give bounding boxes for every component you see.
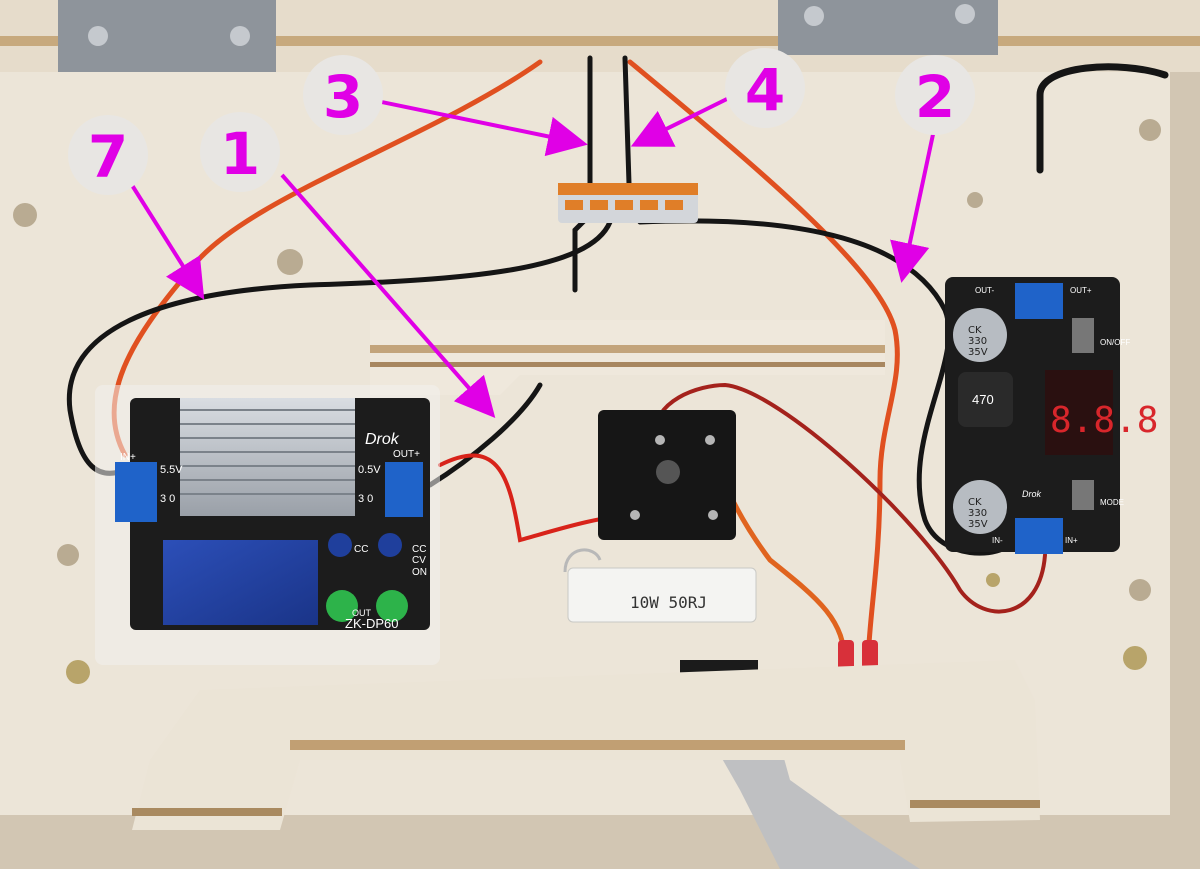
vin-label: 5.5V <box>160 464 183 476</box>
output-terminal <box>385 462 423 517</box>
wire-black-top-right <box>1036 63 1169 174</box>
in-plus-label: IN+ <box>1065 536 1078 545</box>
cap-top-line-3: 35V <box>968 347 988 358</box>
range-label-left: 3 0 <box>160 493 175 505</box>
marker-4: 4 <box>725 48 805 128</box>
wago-connector <box>558 183 698 223</box>
annotation-arrows <box>128 93 937 419</box>
left-converter-module: Drok ZK-DP60 IN+ OUT+ 5.5V 0.5V 3 0 3 0 … <box>95 385 440 665</box>
out-terminal <box>1015 283 1063 319</box>
heatsink <box>180 398 355 516</box>
inductor-label: 470 <box>972 392 994 407</box>
out-button-label: OUT <box>352 608 372 618</box>
arrow-3 <box>371 98 588 157</box>
arrow-7 <box>128 180 205 300</box>
vout-label: 0.5V <box>358 464 381 476</box>
on-label: ON <box>412 567 427 578</box>
cap-bottom-line-2: 330 <box>968 508 987 519</box>
screws <box>66 573 1147 684</box>
out-label: OUT+ <box>393 449 420 460</box>
capacitor-top <box>953 308 1007 362</box>
plywood-top-beam-edge <box>0 36 1200 46</box>
inductor <box>958 372 1013 427</box>
wire-black-1 <box>427 382 543 488</box>
cap-bottom-line-1: CK <box>968 497 982 508</box>
brand-label: Drok <box>365 431 400 448</box>
marker-7-label: 7 <box>88 123 128 191</box>
resistor-marking: 10W 50RJ <box>630 593 707 612</box>
mode-button <box>1072 480 1094 510</box>
onoff-label: ON/OFF <box>1100 338 1130 347</box>
in-minus-label: IN- <box>992 536 1003 545</box>
cv-label: CV <box>412 555 426 566</box>
range-label-right: 3 0 <box>358 493 373 505</box>
capacitor-bottom <box>953 480 1007 534</box>
marker-1: 1 <box>200 112 280 192</box>
cc-label-2: CC <box>412 544 426 555</box>
marker-3: 3 <box>303 55 383 135</box>
right-converter-module: 470 8.8.8 CK 330 35V CK 330 35V OUT- OUT… <box>945 277 1158 554</box>
out-minus-label: OUT- <box>975 286 994 295</box>
wire-red-resistor <box>438 453 637 543</box>
cap-top-line-1: CK <box>968 325 982 336</box>
wire-red-2 <box>627 59 900 663</box>
bottom-shelf <box>132 660 1040 830</box>
mounting-holes <box>13 119 1161 601</box>
marker-4-label: 4 <box>745 56 785 124</box>
marker-7: 7 <box>68 115 148 195</box>
out-plus-label: OUT+ <box>1070 286 1092 295</box>
metal-bracket-left <box>58 0 276 72</box>
segment-display-value: 8.8.8 <box>1050 400 1158 441</box>
wire-red-resistor-2 <box>652 382 1047 614</box>
metal-bracket-right <box>778 0 998 55</box>
arrow-1 <box>280 173 496 419</box>
power-resistor: 10W 50RJ <box>563 548 757 623</box>
model-label: ZK-DP60 <box>345 616 398 631</box>
arrow-2 <box>890 124 937 283</box>
arrow-4 <box>630 93 736 147</box>
right-brand-label: Drok <box>1022 489 1042 499</box>
green-button-left <box>326 590 358 622</box>
mode-label: MODE <box>1100 498 1124 507</box>
lcd-display <box>163 540 318 625</box>
marker-3-label: 3 <box>323 63 363 131</box>
onoff-button <box>1072 318 1094 353</box>
green-button-right <box>376 590 408 622</box>
cc-label-1: CC <box>354 544 368 555</box>
input-terminal <box>115 462 157 522</box>
cap-bottom-line-3: 35V <box>968 519 988 530</box>
in-terminal <box>1015 518 1063 554</box>
in-label: IN+ <box>120 452 136 463</box>
middle-shelf <box>370 320 885 395</box>
seven-segment-display <box>1045 370 1113 455</box>
marker-2: 2 <box>895 55 975 135</box>
marker-1-label: 1 <box>220 120 260 188</box>
marker-2-label: 2 <box>915 63 955 131</box>
cap-top-line-2: 330 <box>968 336 987 347</box>
bridge-rectifier <box>598 410 736 540</box>
